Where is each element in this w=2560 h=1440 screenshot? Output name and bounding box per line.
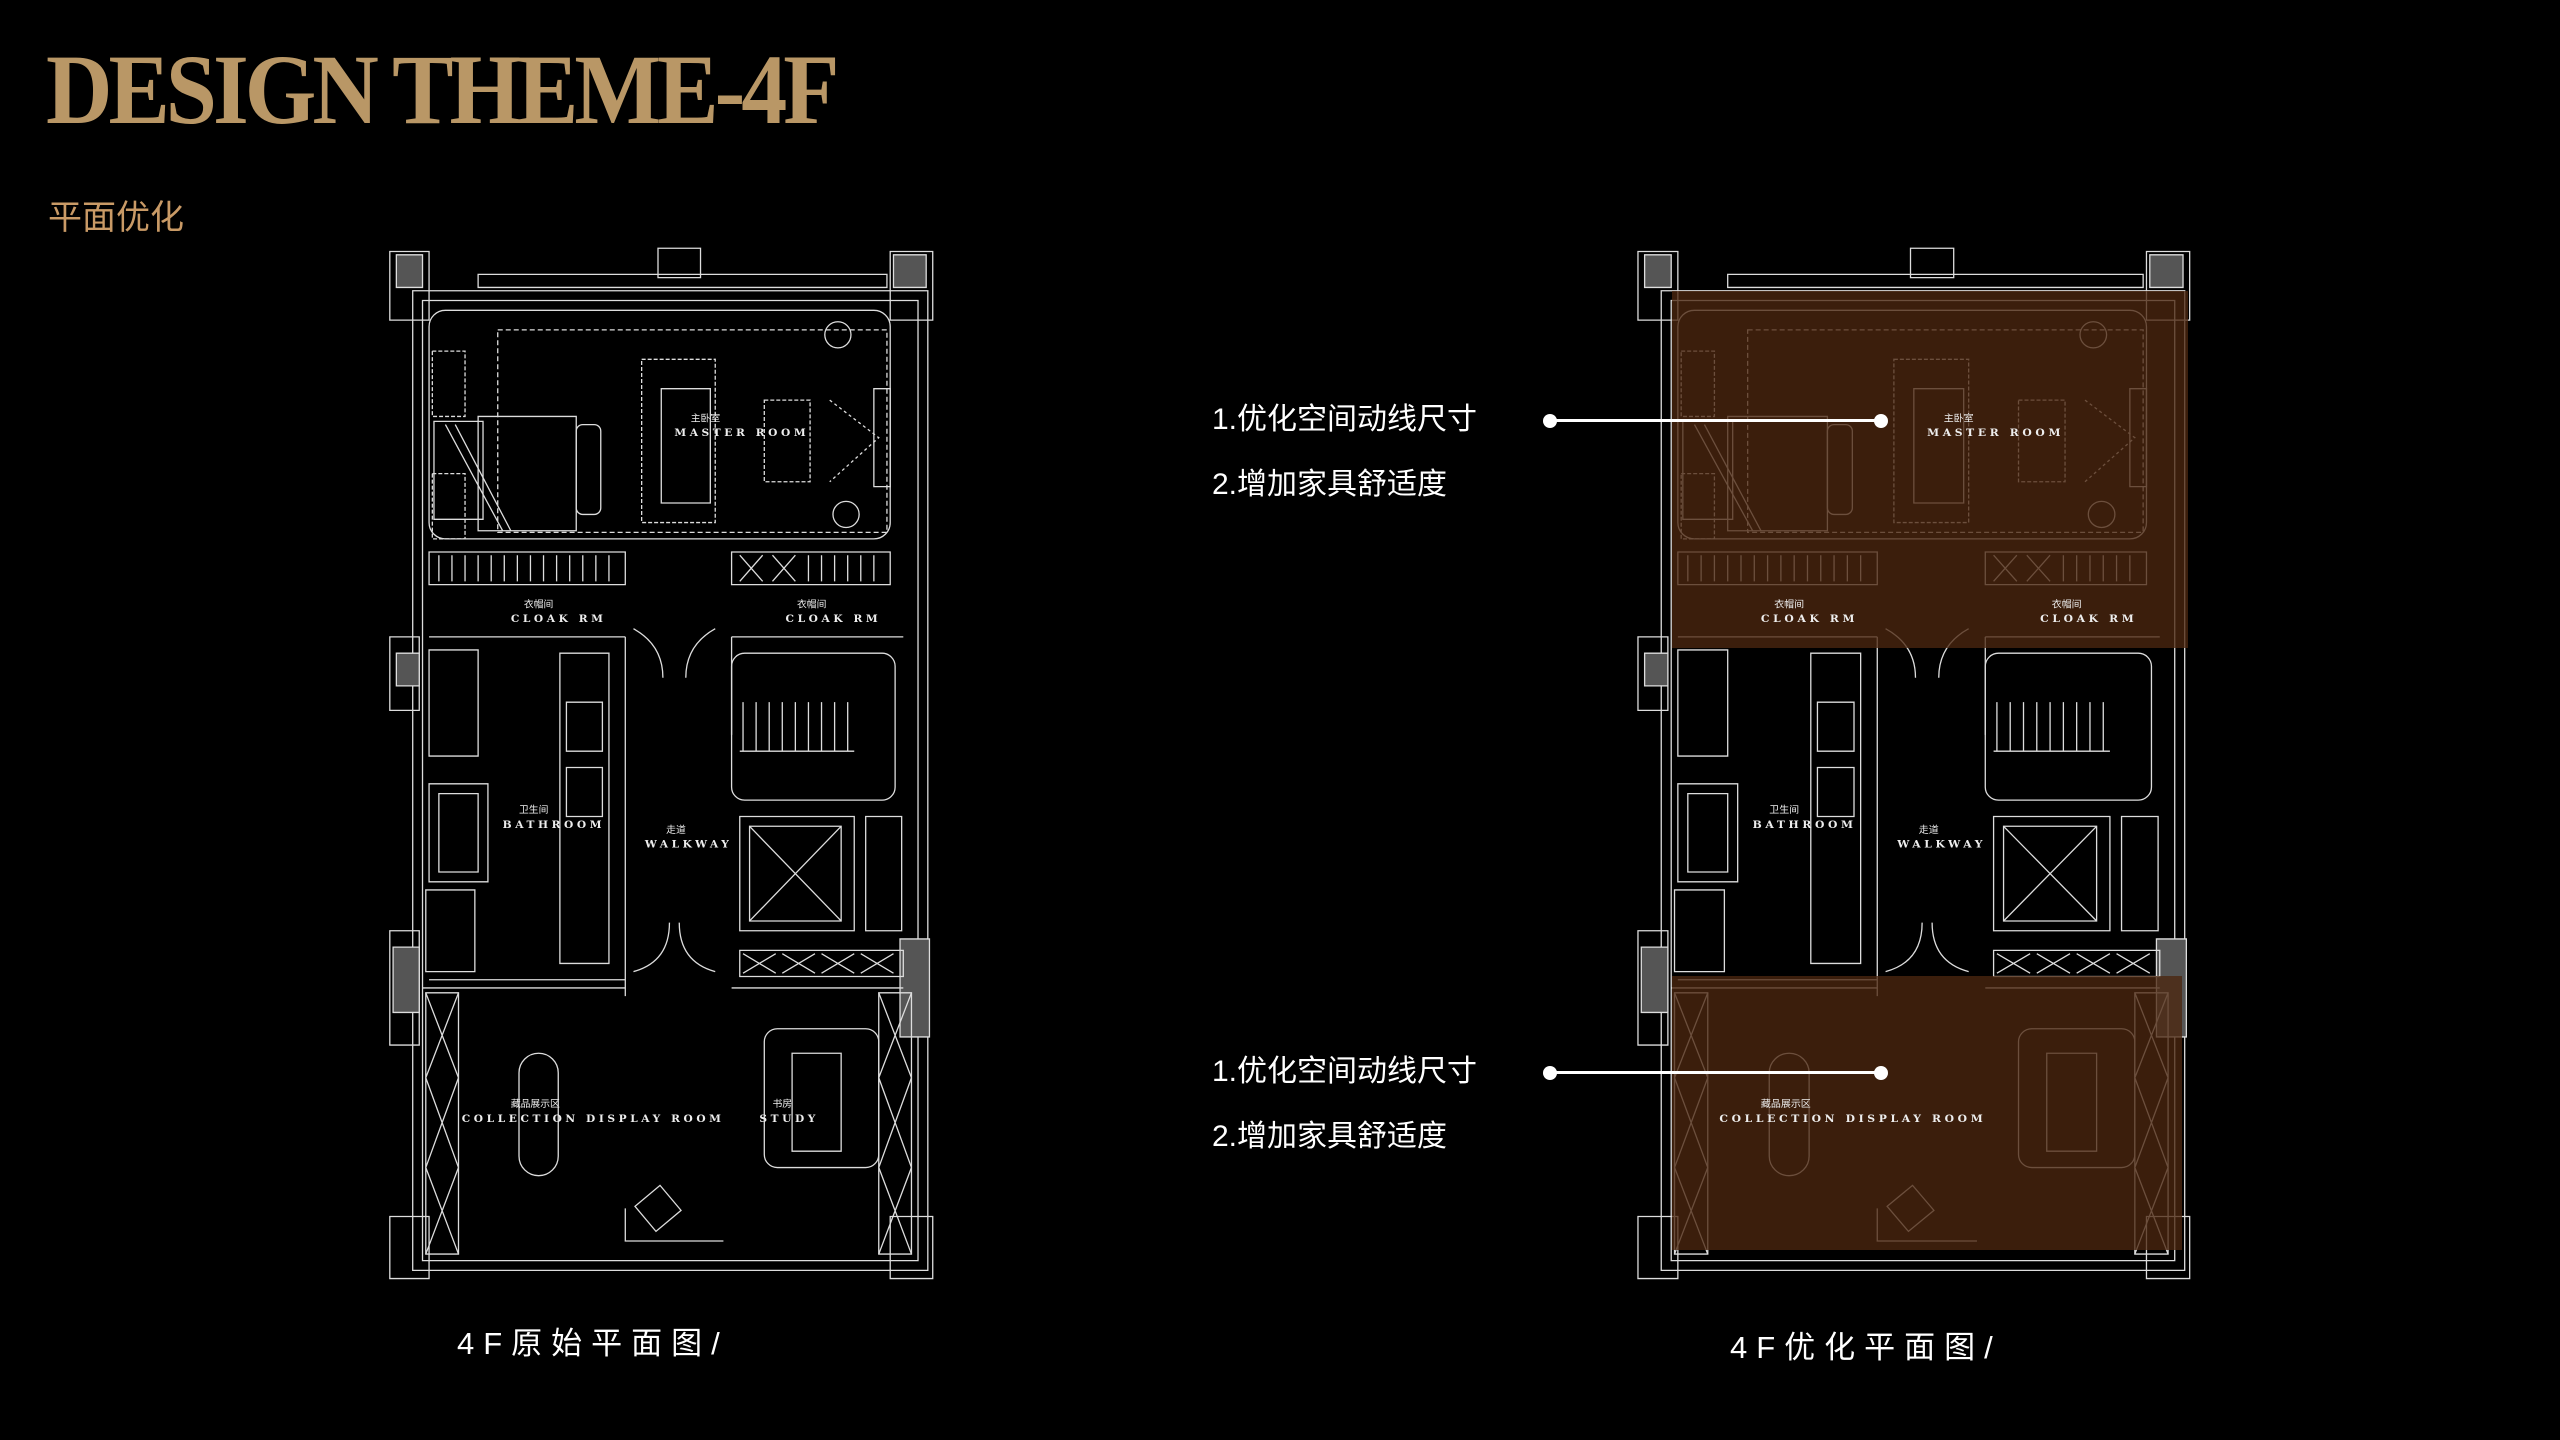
- room-labels-layer: 主卧室 MASTER ROOM 衣帽间 CLOAK RM 衣帽间 CLOAK R…: [1719, 411, 2137, 1125]
- room-label-master: MASTER ROOM: [1927, 426, 2064, 439]
- callout-2-dot-start: [1543, 1066, 1557, 1080]
- page-title: DESIGN THEME-4F: [46, 34, 839, 145]
- room-label-study-cn: 书房: [772, 1097, 792, 1110]
- room-label-walk: WALKWAY: [1896, 838, 1986, 851]
- room-label-cloak-2: CLOAK RM: [786, 612, 882, 625]
- optimized-floor-plan: 主卧室 MASTER ROOM 衣帽间 CLOAK RM 衣帽间 CLOAK R…: [1628, 245, 2193, 1290]
- room-label-cloak-2: CLOAK RM: [2040, 612, 2137, 625]
- room-label-cloak-cn: 衣帽间: [1774, 598, 1804, 611]
- room-label-bath-cn: 卫生间: [1769, 803, 1799, 816]
- room-label-bath: BATHROOM: [1753, 818, 1857, 831]
- callout-1-dot-start: [1543, 414, 1557, 428]
- room-label-cloak-cn: 衣帽间: [524, 597, 553, 610]
- original-floor-plan: 主卧室 MASTER ROOM 衣帽间 CLOAK RM 衣帽间 CLOAK R…: [380, 245, 936, 1290]
- page-subtitle: 平面优化: [48, 199, 184, 237]
- callout-2-line2: 2.增加家具舒适度: [1212, 1120, 1448, 1153]
- room-label-master-cn: 主卧室: [691, 411, 721, 424]
- room-label-walk: WALKWAY: [644, 838, 733, 851]
- highlight-collection-zone: [1672, 976, 2182, 1250]
- room-label-cloak-cn-2: 衣帽间: [797, 597, 826, 610]
- callout-2-line1: 1.优化空间动线尺寸: [1212, 1055, 1478, 1088]
- room-labels-layer: 主卧室 MASTER ROOM 衣帽间 CLOAK RM 衣帽间 CLOAK R…: [462, 411, 882, 1125]
- room-label-walk-cn: 走道: [1919, 823, 1939, 836]
- highlight-master-zone: [1672, 291, 2188, 648]
- original-plan-caption: 4F原始平面图/: [457, 1326, 729, 1361]
- room-label-collection-cn: 藏品展示区: [1761, 1098, 1811, 1110]
- room-label-bath: BATHROOM: [503, 818, 605, 831]
- room-label-walk-cn: 走道: [666, 823, 686, 836]
- floor-plan-drawing: [380, 245, 936, 1290]
- callout-1-dot-end: [1874, 414, 1888, 428]
- optimized-plan-caption: 4F优化平面图/: [1730, 1330, 2002, 1365]
- room-label-cloak-1: CLOAK RM: [511, 612, 607, 625]
- room-label-study: STUDY: [759, 1112, 819, 1125]
- callout-1-line1: 1.优化空间动线尺寸: [1212, 403, 1478, 436]
- room-label-master: MASTER ROOM: [674, 426, 809, 439]
- room-label-collection: COLLECTION DISPLAY ROOM: [462, 1112, 725, 1125]
- room-label-collection-cn: 藏品展示区: [511, 1098, 560, 1110]
- room-label-master-cn: 主卧室: [1944, 411, 1974, 424]
- callout-1-leader-line: [1550, 419, 1881, 422]
- callout-1-line2: 2.增加家具舒适度: [1212, 468, 1448, 501]
- callout-2-leader-line: [1550, 1071, 1881, 1074]
- callout-2-dot-end: [1874, 1066, 1888, 1080]
- room-label-bath-cn: 卫生间: [519, 803, 548, 816]
- room-label-collection: COLLECTION DISPLAY ROOM: [1719, 1112, 1986, 1125]
- room-label-cloak-cn-2: 衣帽间: [2052, 598, 2082, 611]
- room-label-cloak-1: CLOAK RM: [1761, 612, 1858, 625]
